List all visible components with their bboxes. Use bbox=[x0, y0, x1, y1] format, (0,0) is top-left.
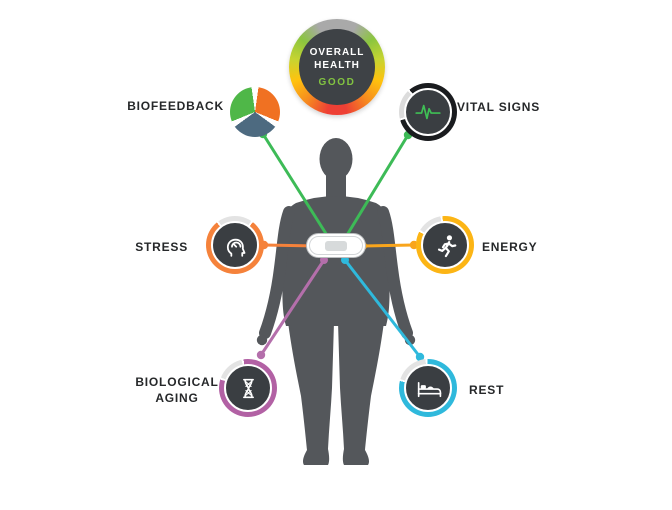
vital-signs-connector-line bbox=[342, 134, 410, 241]
body-left-hand bbox=[256, 334, 268, 346]
body-right-leg bbox=[338, 322, 384, 465]
body-neck bbox=[326, 170, 346, 198]
overall-health-title: OVERALL HEALTH bbox=[309, 47, 365, 71]
energy-node bbox=[416, 216, 474, 274]
energy-connector-line bbox=[362, 243, 415, 248]
rest-node bbox=[399, 359, 457, 417]
ecg-icon bbox=[415, 104, 441, 120]
overall-health-gauge: OVERALL HEALTH GOOD bbox=[289, 19, 385, 115]
bed-icon bbox=[417, 381, 441, 397]
biological-aging-connector-line bbox=[259, 259, 326, 356]
stress-node bbox=[206, 216, 264, 274]
hourglass-icon bbox=[242, 378, 254, 398]
vital-signs-node bbox=[399, 83, 457, 141]
biofeedback-connector-line bbox=[261, 133, 332, 241]
vital-signs-label: VITAL SIGNS bbox=[457, 100, 541, 114]
body-left-arm bbox=[259, 206, 295, 339]
overall-health-center: OVERALL HEALTH GOOD bbox=[299, 29, 375, 105]
rest-label: REST bbox=[469, 383, 505, 397]
device-display-chip bbox=[325, 240, 347, 251]
body-left-leg bbox=[288, 322, 334, 465]
connector-lines bbox=[259, 133, 422, 358]
body-right-arm bbox=[377, 206, 413, 339]
device-outline bbox=[309, 236, 363, 255]
overall-health-status: GOOD bbox=[318, 77, 356, 88]
biofeedback-node bbox=[230, 87, 280, 137]
stress-label: STRESS bbox=[135, 240, 188, 254]
head-gauge-icon bbox=[226, 238, 245, 257]
rest-connector-line bbox=[343, 259, 422, 358]
body-torso bbox=[281, 196, 391, 326]
biological-aging-label: BIOLOGICAL AGING bbox=[135, 375, 219, 405]
wearable-sensor-device bbox=[306, 233, 366, 258]
human-body-silhouette bbox=[256, 138, 416, 465]
biofeedback-label: BIOFEEDBACK bbox=[127, 99, 224, 113]
biological-aging-node bbox=[219, 359, 277, 417]
runner-icon bbox=[437, 234, 456, 257]
energy-label: ENERGY bbox=[482, 240, 538, 254]
body-head bbox=[319, 138, 353, 180]
